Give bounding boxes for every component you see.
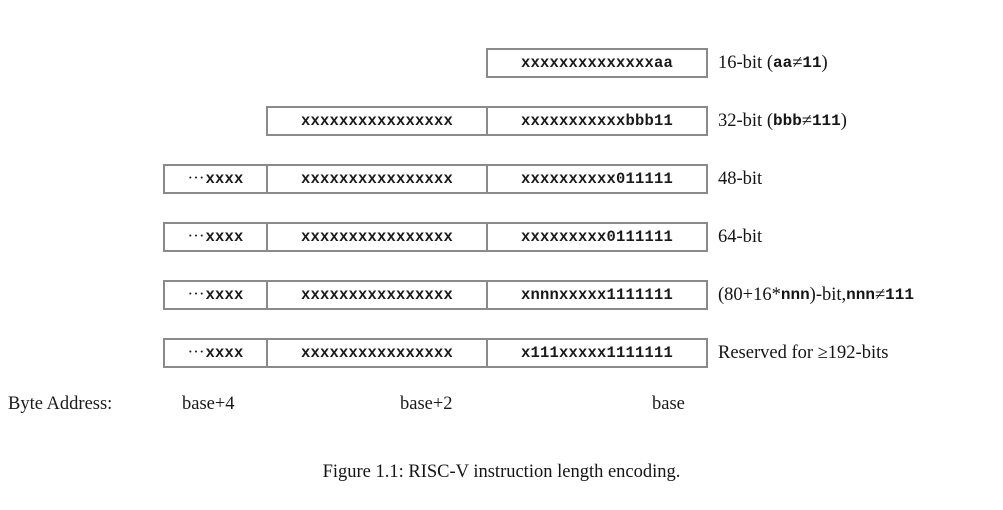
encoding-cell-continuation: ···xxxx	[163, 280, 268, 310]
encoding-cell-text: xxxx	[205, 228, 244, 246]
encoding-row-label: 64-bit	[718, 222, 762, 252]
label-segment: nnn	[780, 286, 810, 304]
byte-address-title: Byte Address:	[8, 394, 113, 414]
encoding-row: xxxxxxxxxxxxxxaa	[486, 48, 708, 78]
encoding-cell-continuation: ···xxxx	[163, 222, 268, 252]
encoding-cell-bits: x111xxxxx1111111	[486, 338, 708, 368]
label-segment: 16-bit (	[718, 52, 773, 73]
encoding-cell-bits: xxxxxxxxxxxxxxxx	[266, 222, 488, 252]
encoding-row-label: (80+16*nnn)-bit, nnn≠111	[718, 280, 914, 310]
encoding-cell-text: xxxx	[205, 286, 244, 304]
encoding-cell-bits: xxxxxxxxxxxbbb11	[486, 106, 708, 136]
label-segment: Reserved for ≥192-bits	[718, 342, 889, 363]
encoding-cell-continuation: ···xxxx	[163, 164, 268, 194]
encoding-row-label: Reserved for ≥192-bits	[718, 338, 888, 368]
byte-address-mark-base-plus-2: base+2	[400, 394, 453, 414]
label-segment: ≠	[874, 284, 886, 305]
encoding-cell-bits: xxxxxxxxx0111111	[486, 222, 708, 252]
encoding-row-label: 48-bit	[718, 164, 762, 194]
label-segment: 64-bit	[718, 226, 763, 247]
encoding-cell-text: xxxx	[205, 170, 244, 188]
ellipsis-icon: ···	[187, 168, 205, 187]
encoding-row-label: 16-bit (aa ≠ 11)	[718, 48, 828, 78]
byte-address-mark-base-plus-4: base+4	[182, 394, 235, 414]
encoding-cell-bits: xxxxxxxxxx011111	[486, 164, 708, 194]
encoding-row-label: 32-bit (bbb ≠ 111)	[718, 106, 847, 136]
label-segment: )	[821, 52, 828, 73]
label-segment: 111	[811, 112, 841, 130]
byte-address-mark-base: base	[652, 394, 685, 414]
label-segment: 111	[885, 286, 914, 304]
label-segment: )	[840, 110, 847, 131]
ellipsis-icon: ···	[187, 226, 205, 245]
encoding-cell-continuation: ···xxxx	[163, 338, 268, 368]
figure-caption: Figure 1.1: RISC-V instruction length en…	[322, 462, 681, 482]
label-segment: 32-bit (	[718, 110, 773, 131]
label-segment: (80+16*	[718, 284, 781, 305]
encoding-cell-bits: xxxxxxxxxxxxxxxx	[266, 280, 488, 310]
ellipsis-icon: ···	[187, 342, 205, 361]
label-segment: )-bit,	[809, 284, 847, 305]
encoding-cell-bits: xxxxxxxxxxxxxxaa	[486, 48, 708, 78]
label-segment: bbb	[772, 112, 802, 130]
encoding-cell-text: xxxx	[205, 344, 244, 362]
encoding-cell-bits: xxxxxxxxxxxxxxxx	[266, 338, 488, 368]
label-segment: ≠	[792, 52, 803, 73]
label-segment: ≠	[801, 110, 812, 131]
label-segment: 48-bit	[718, 168, 763, 189]
encoding-cell-bits: xnnnxxxxx1111111	[486, 280, 708, 310]
ellipsis-icon: ···	[187, 284, 205, 303]
label-segment: nnn	[846, 286, 875, 304]
encoding-cell-bits: xxxxxxxxxxxxxxxx	[266, 106, 488, 136]
byte-address-row: Byte Address: base+4 base+2 base	[0, 394, 1003, 420]
encoding-cell-bits: xxxxxxxxxxxxxxxx	[266, 164, 488, 194]
label-segment: aa	[772, 54, 793, 72]
label-segment: 11	[802, 54, 822, 72]
